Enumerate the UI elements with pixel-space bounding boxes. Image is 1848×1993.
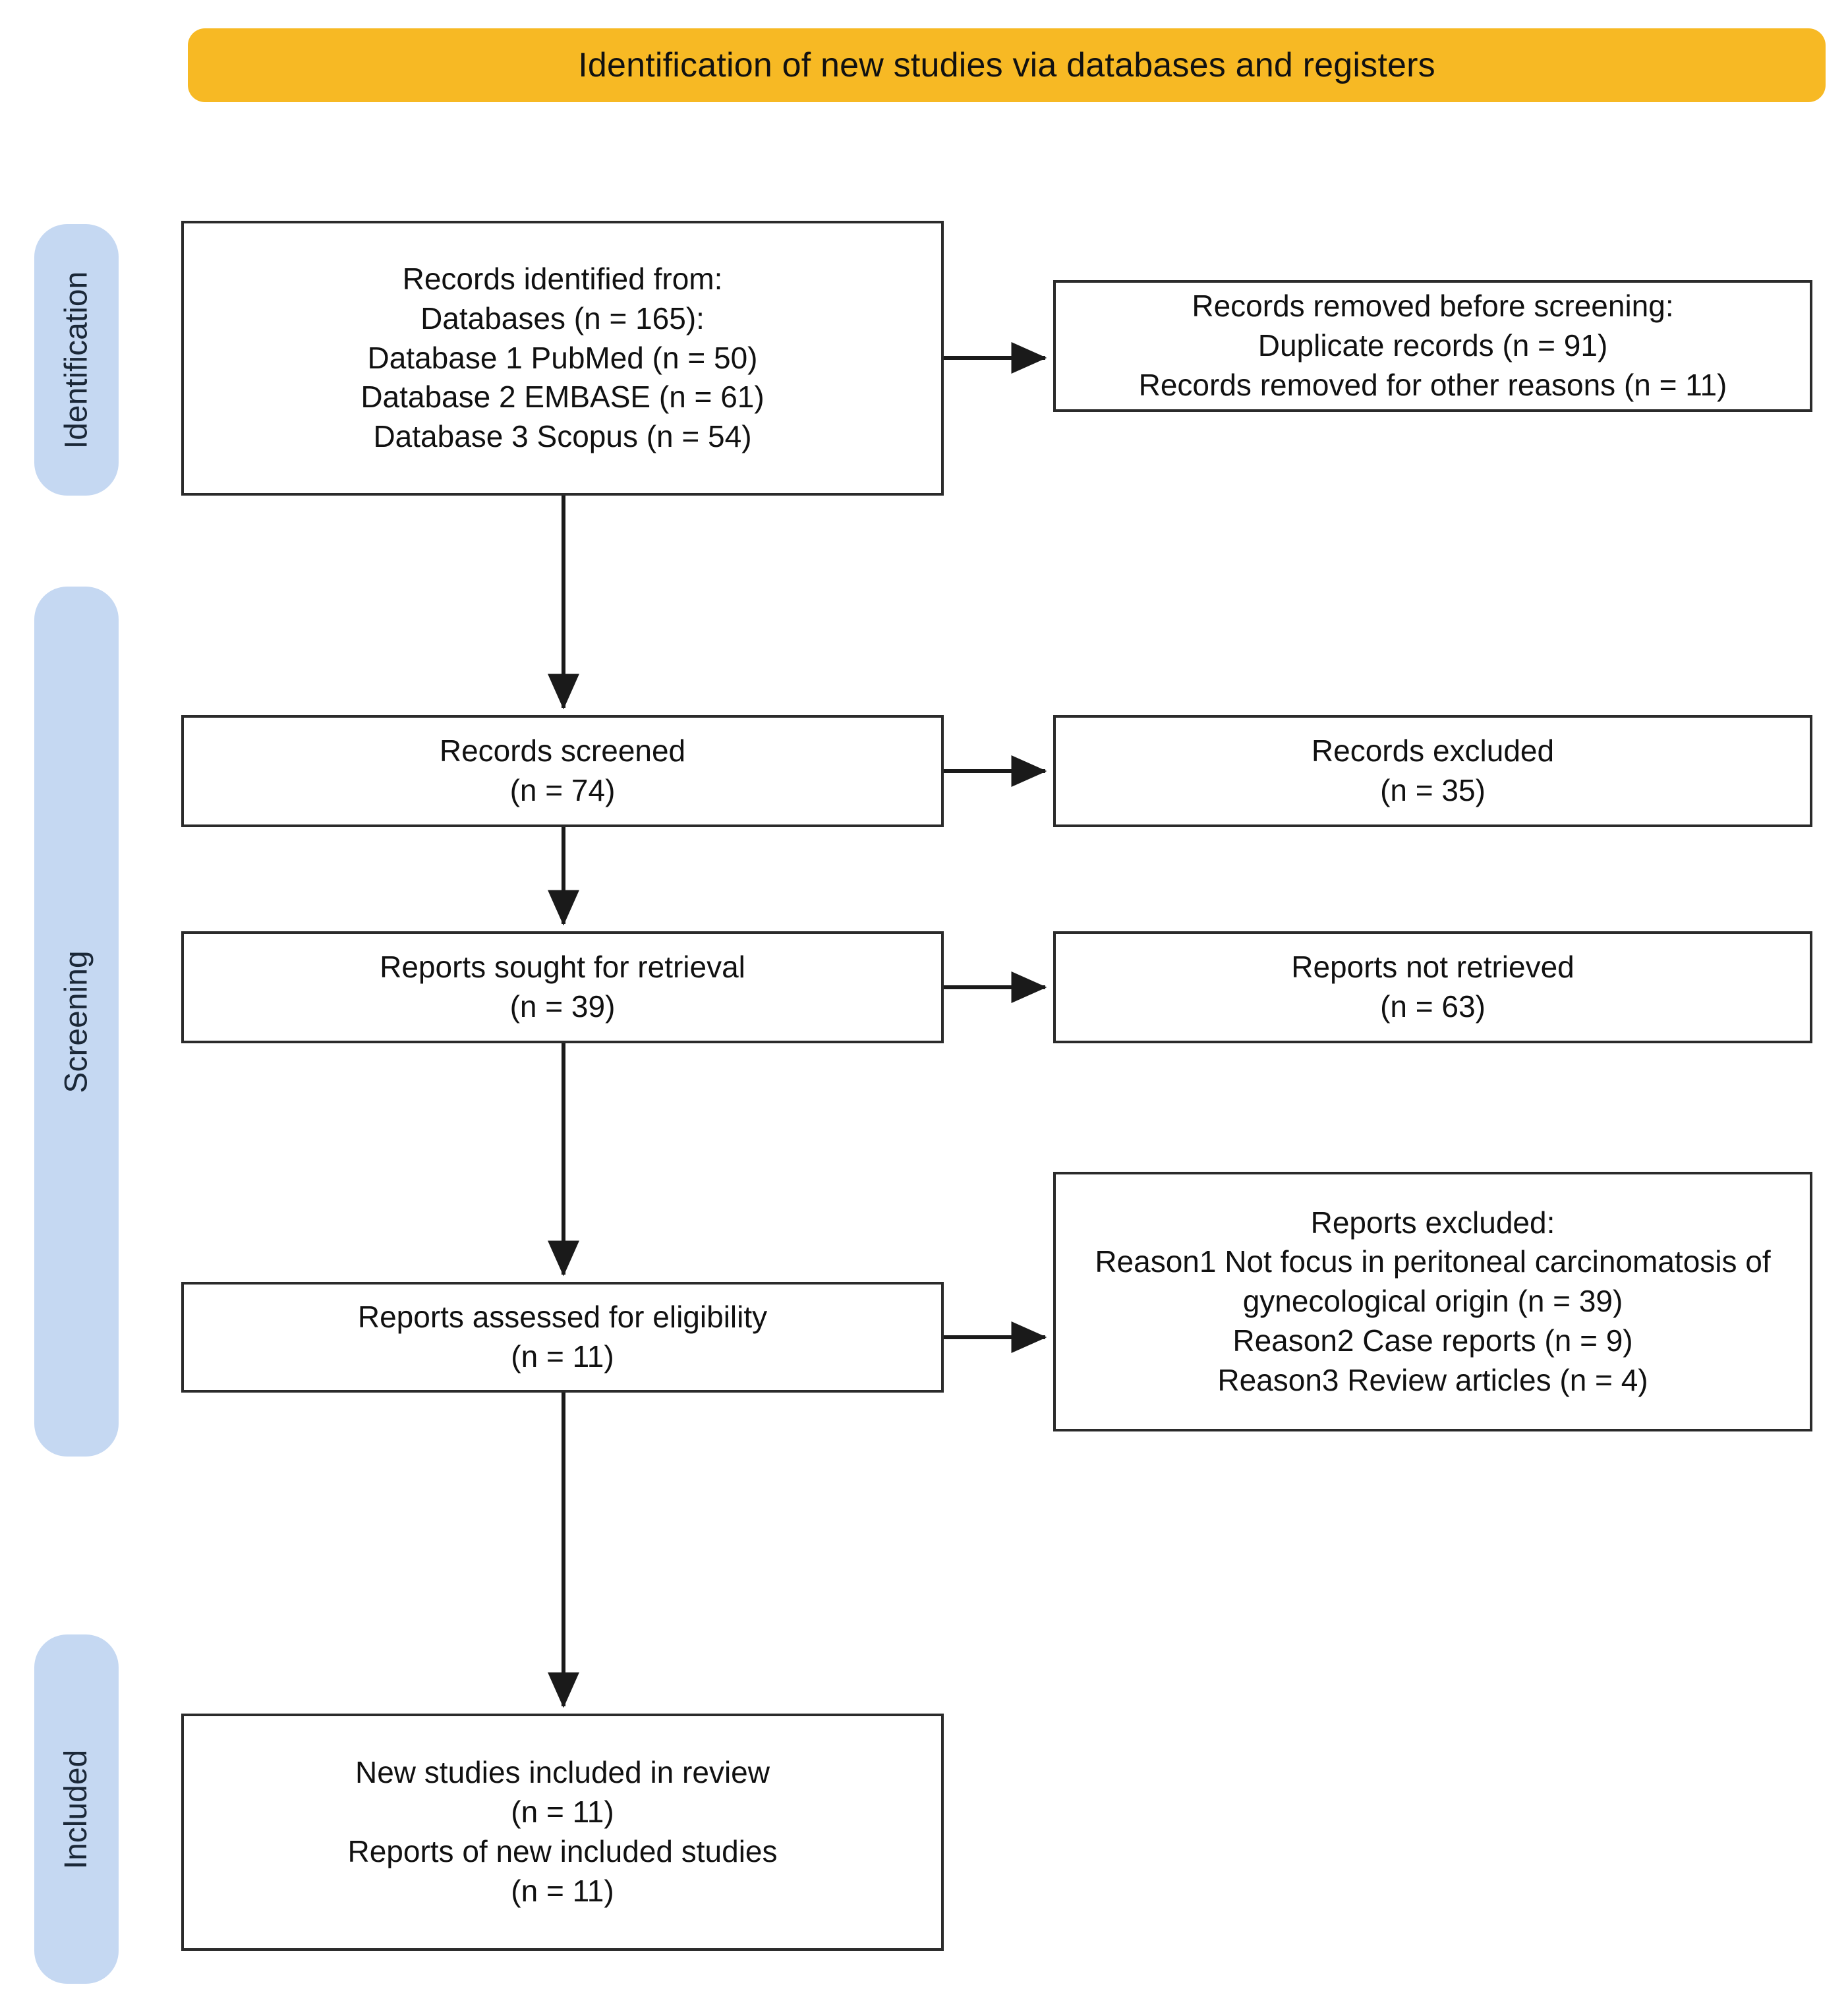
box-records-screened: Records screened (n = 74) [181,715,944,827]
box-line: Database 2 EMBASE (n = 61) [361,380,765,415]
stage-identification-text: Identification [59,271,94,449]
box-line: Records removed before screening: [1192,289,1674,324]
stage-label-included: Included [34,1634,119,1984]
box-line: (n = 63) [1380,989,1486,1024]
box-line: Records removed for other reasons (n = 1… [1138,367,1727,402]
box-line: Reason3 Review articles (n = 4) [1217,1362,1648,1397]
box-line: Reports of new included studies [347,1834,778,1868]
box-line: Database 3 Scopus (n = 54) [373,419,752,454]
box-reports-not-retrieved: Reports not retrieved (n = 63) [1053,931,1812,1043]
header-banner: Identification of new studies via databa… [188,28,1826,102]
stage-label-screening: Screening [34,587,119,1457]
box-line: Reason1 Not focus in peritoneal carcinom… [1095,1244,1771,1319]
box-new-studies-included: New studies included in review (n = 11) … [181,1714,944,1951]
box-line: (n = 74) [509,773,616,807]
box-line: (n = 11) [511,1795,614,1830]
box-records-excluded: Records excluded (n = 35) [1053,715,1812,827]
box-line: Database 1 PubMed (n = 50) [367,340,758,375]
box-line: (n = 11) [511,1873,614,1908]
box-records-removed-before-screening: Records removed before screening: Duplic… [1053,280,1812,412]
box-reports-sought-for-retrieval: Reports sought for retrieval (n = 39) [181,931,944,1043]
box-line: Reports not retrieved [1291,950,1574,985]
stage-included-text: Included [59,1749,94,1869]
stage-label-identification: Identification [34,224,119,496]
box-line: Databases (n = 165): [420,301,705,335]
box-line: Reports assessed for eligibility [357,1300,768,1335]
box-line: (n = 35) [1380,773,1486,807]
box-records-identified: Records identified from: Databases (n = … [181,221,944,496]
box-reports-excluded-with-reasons: Reports excluded: Reason1 Not focus in p… [1053,1172,1812,1431]
box-line: Records excluded [1311,734,1555,768]
box-line: Records identified from: [402,262,723,296]
header-title: Identification of new studies via databa… [578,46,1435,84]
box-line: Reports sought for retrieval [380,950,745,985]
box-line: Reason2 Case reports (n = 9) [1232,1323,1633,1358]
box-line: Records screened [439,734,686,768]
stage-screening-text: Screening [59,950,94,1093]
box-line: Reports excluded: [1310,1205,1555,1240]
box-line: New studies included in review [355,1755,770,1790]
box-line: (n = 39) [509,989,616,1024]
box-line: Duplicate records (n = 91) [1257,328,1608,363]
box-line: (n = 11) [511,1339,614,1373]
box-reports-assessed-for-eligibility: Reports assessed for eligibility (n = 11… [181,1282,944,1393]
